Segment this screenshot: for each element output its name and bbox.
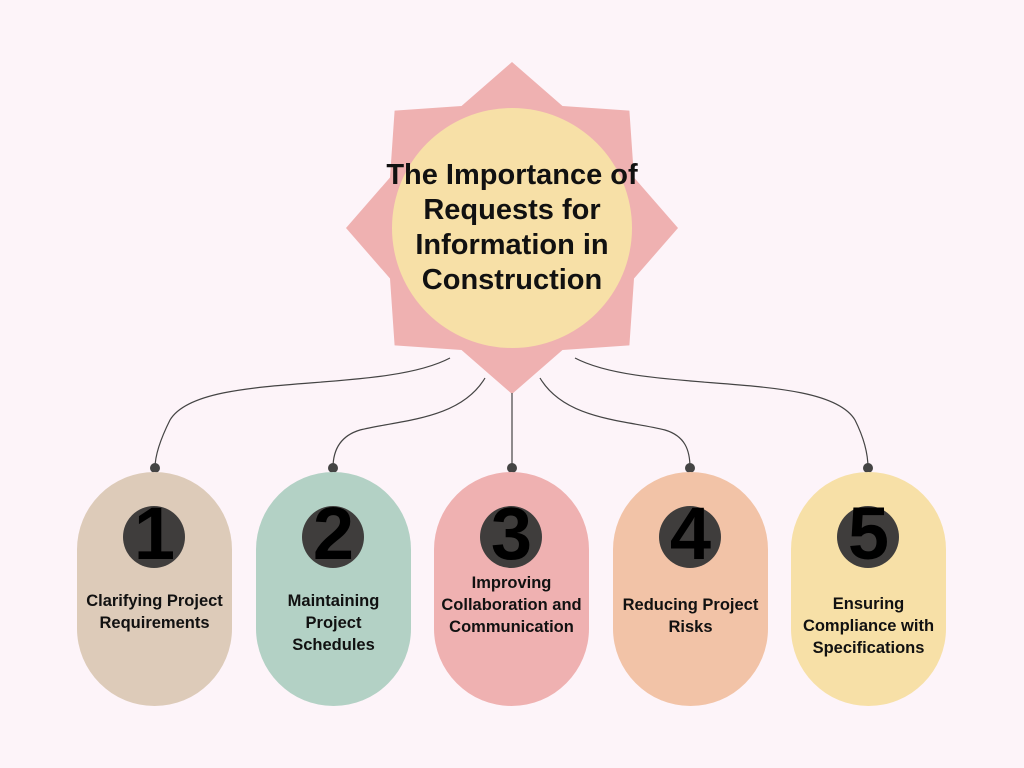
connector-4 <box>539 377 691 469</box>
diagram-title: The Importance of Requests for Informati… <box>386 159 638 296</box>
item-card-2: 2 Maintaining Project Schedules <box>256 472 411 706</box>
item-number: 2 <box>312 492 355 575</box>
item-label: Reducing Project Risks <box>622 596 759 636</box>
item-label: Improving Collaboration and Communicatio… <box>441 574 582 636</box>
item-number: 3 <box>490 492 533 575</box>
item-number: 5 <box>847 492 890 575</box>
number-badge <box>302 506 364 568</box>
item-card-3: 3 Improving Collaboration and Communicat… <box>434 472 589 706</box>
connector-dot-1 <box>150 463 160 473</box>
item-card-1: 1 Clarifying Project Requirements <box>77 472 232 706</box>
center-circle <box>392 108 632 348</box>
connector-dot-5 <box>863 463 873 473</box>
connector-dot-3 <box>507 463 517 473</box>
connector-dot-2 <box>328 463 338 473</box>
connector-5 <box>574 357 869 469</box>
item-card-4: 4 Reducing Project Risks <box>613 472 768 706</box>
connector-2 <box>332 377 486 469</box>
connector-dot-4 <box>685 463 695 473</box>
connector-1 <box>154 357 451 469</box>
number-badge <box>837 506 899 568</box>
item-number: 4 <box>669 492 712 575</box>
item-card-5: 5 Ensuring Compliance with Specification… <box>791 472 946 706</box>
number-badge <box>123 506 185 568</box>
item-label: Maintaining Project Schedules <box>287 592 380 654</box>
number-badge <box>480 506 542 568</box>
item-label: Clarifying Project Requirements <box>86 592 223 632</box>
item-number: 1 <box>133 492 176 575</box>
item-label: Ensuring Compliance with Specifications <box>802 595 935 657</box>
number-badge <box>659 506 721 568</box>
